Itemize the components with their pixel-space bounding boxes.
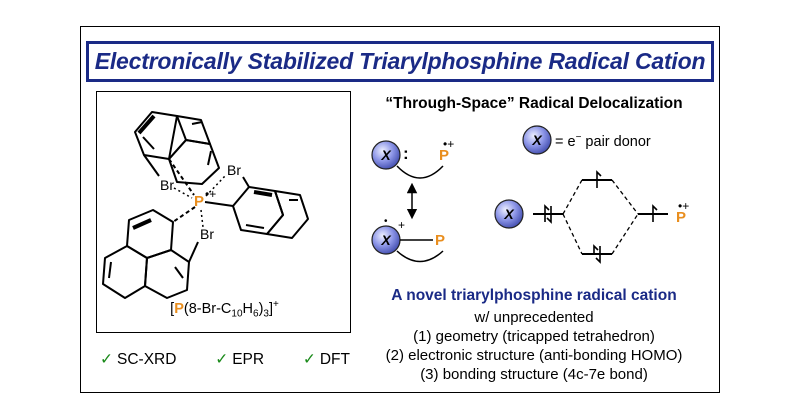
page-title: Electronically Stabilized Triarylphosphi… — [94, 48, 706, 74]
check-icon: ✓ — [100, 351, 113, 368]
feature-bonding: (3) bonding structure (4c-7e bond) — [420, 366, 648, 383]
p-symbol-1: P — [439, 147, 449, 164]
br-bond-right — [242, 176, 250, 188]
naphthalene-top — [134, 111, 220, 185]
methods-row: ✓SC-XRD ✓EPR ✓DFT — [100, 350, 350, 372]
br-bond-bottom — [188, 241, 199, 263]
mo-donor-x: X — [503, 206, 515, 222]
p-symbol-2: P — [435, 232, 445, 249]
radical-cation-charge: •+ — [205, 187, 216, 201]
naphthalene-bottom — [102, 209, 190, 299]
donor-legend: = e− pair donor — [555, 132, 651, 150]
radical-cation-1: •+ — [443, 137, 454, 151]
contact-dash-3 — [200, 209, 204, 228]
naphthalene-right — [232, 186, 309, 239]
feature-electronic: (2) electronic structure (anti-bonding H… — [385, 347, 683, 364]
mo-p-symbol: P — [676, 209, 686, 226]
outer-frame — [80, 26, 720, 393]
legend-donor-x: X — [531, 132, 543, 148]
check-icon: ✓ — [302, 351, 316, 368]
br-bond-top — [143, 154, 160, 177]
tether-curve-2 — [396, 250, 444, 263]
lone-pair: : — [403, 144, 409, 163]
br-label-1: Br — [160, 177, 174, 193]
br-label-2: Br — [227, 162, 241, 178]
molecular-formula: [P(8-Br-C10H6)3]+ — [170, 299, 279, 320]
resonance-structure-1: X : P •+ — [371, 137, 454, 179]
phosphorus-atom: P — [194, 193, 204, 210]
delocalization-diagram: X : P •+ X • + P X — [371, 125, 689, 264]
molecule-structure: Br Br Br P •+ — [102, 111, 309, 299]
br-label-3: Br — [200, 226, 214, 242]
plus-2: + — [398, 218, 405, 232]
donor-x-1: X — [380, 147, 392, 163]
tether-curve-1 — [396, 165, 444, 179]
method-item: ✓DFT — [302, 351, 350, 368]
mo-donor-sphere — [494, 199, 524, 229]
donor-sphere-1 — [371, 140, 401, 170]
mo-radical-cation: •+ — [678, 199, 689, 213]
summary-headline: A novel triarylphosphine radical cation — [391, 287, 677, 304]
p-bond-right — [204, 201, 234, 207]
check-icon: ✓ — [215, 351, 229, 368]
summary-intro: w/ unprecedented — [474, 309, 594, 326]
feature-geometry: (1) geometry (tricapped tetrahedron) — [413, 328, 655, 345]
donor-x-2: X — [380, 232, 392, 248]
mo-diagram — [494, 170, 668, 264]
electron-arrows — [544, 170, 658, 264]
p-bond-dashed-left — [172, 206, 196, 223]
p-bond-dashed-top — [168, 158, 195, 196]
delocalization-heading: “Through-Space” Radical Delocalization — [385, 95, 683, 112]
title-banner: Electronically Stabilized Triarylphosphi… — [86, 41, 714, 82]
method-item: ✓SC-XRD — [100, 351, 177, 368]
legend-donor-sphere — [522, 125, 552, 155]
formula-p: P — [174, 300, 184, 317]
method-item: ✓EPR — [215, 351, 265, 368]
contact-dash-1 — [173, 187, 193, 199]
resonance-structure-2: X • + P — [371, 216, 445, 263]
molecule-panel: Br Br Br P •+ [P(8-Br-C10H6)3]+ — [96, 91, 351, 333]
radical-dot-2: • — [384, 216, 388, 227]
